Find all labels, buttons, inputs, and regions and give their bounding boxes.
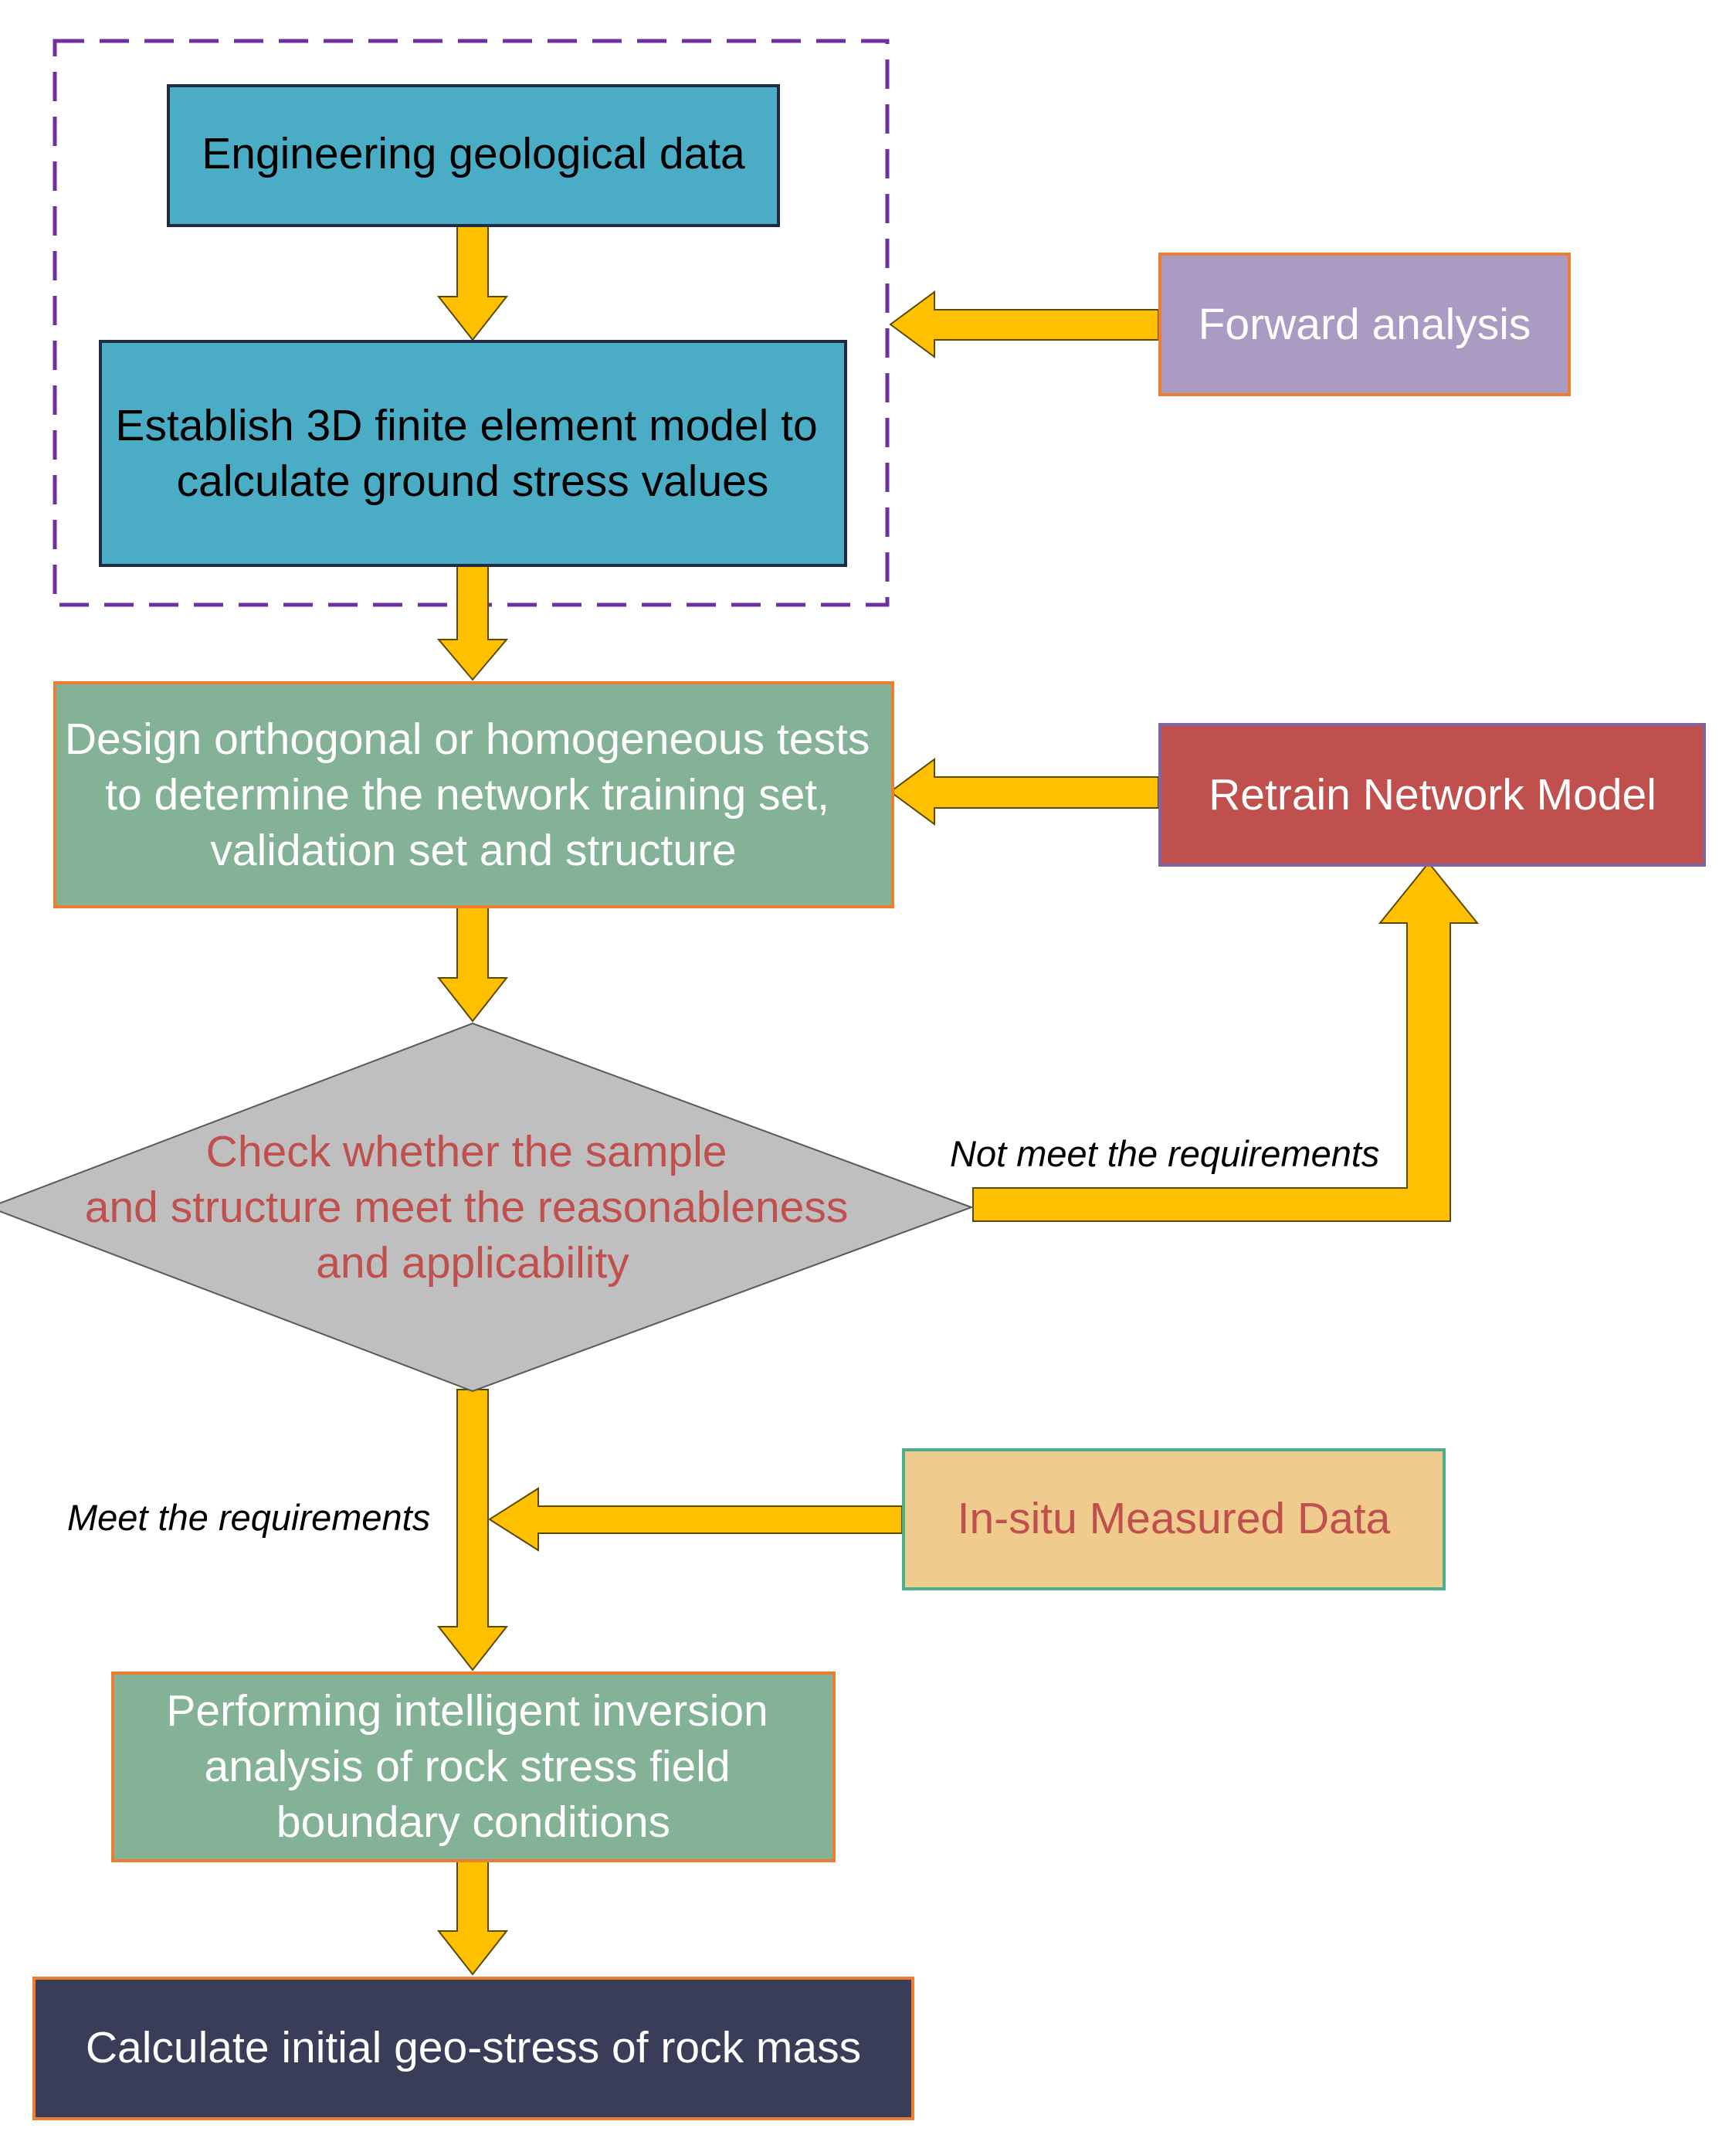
meet-requirements-label: Meet the requirements [67, 1497, 430, 1538]
calculate-geostress-box [32, 1977, 914, 2120]
establish-model-box [99, 340, 847, 567]
not-meet-requirements-label: Not meet the requirements [950, 1133, 1379, 1174]
retrain-network-label: Retrain Network Model [1209, 770, 1656, 820]
performing-inversion-box [111, 1672, 836, 1862]
arrow-engineering-to-establish [436, 226, 509, 341]
arrow-check-to-retrain [972, 861, 1480, 1222]
design-tests-box [53, 681, 894, 908]
arrow-design-to-check [436, 904, 509, 1023]
arrow-forward-to-group [889, 290, 1159, 358]
arrow-establish-to-design [436, 565, 509, 681]
check-decision-diamond [0, 1022, 974, 1393]
insitu-data-box [902, 1448, 1446, 1590]
retrain-network-box [1158, 723, 1706, 867]
insitu-data-label: In-situ Measured Data [958, 1494, 1391, 1543]
calculate-geostress-label: Calculate initial geo-stress of rock mas… [86, 2023, 861, 2072]
arrow-insitu-to-performing [488, 1487, 903, 1552]
arrow-performing-to-calculate [436, 1859, 509, 1976]
engineering-data-label: Engineering geological data [202, 129, 745, 178]
engineering-data-box [167, 84, 780, 227]
check-decision-label: Check whether the sample and structure m… [85, 1127, 860, 1288]
establish-model-label: Establish 3D finite element model to cal… [115, 401, 829, 506]
arrow-retrain-to-design [889, 758, 1159, 826]
arrow-check-to-performing [436, 1389, 509, 1672]
forward-analysis-label: Forward analysis [1199, 300, 1531, 349]
design-tests-label: Design orthogonal or homogeneous tests t… [65, 714, 882, 875]
forward-analysis-box [1158, 253, 1571, 396]
performing-inversion-label: Performing intelligent inversion analysi… [166, 1686, 780, 1847]
